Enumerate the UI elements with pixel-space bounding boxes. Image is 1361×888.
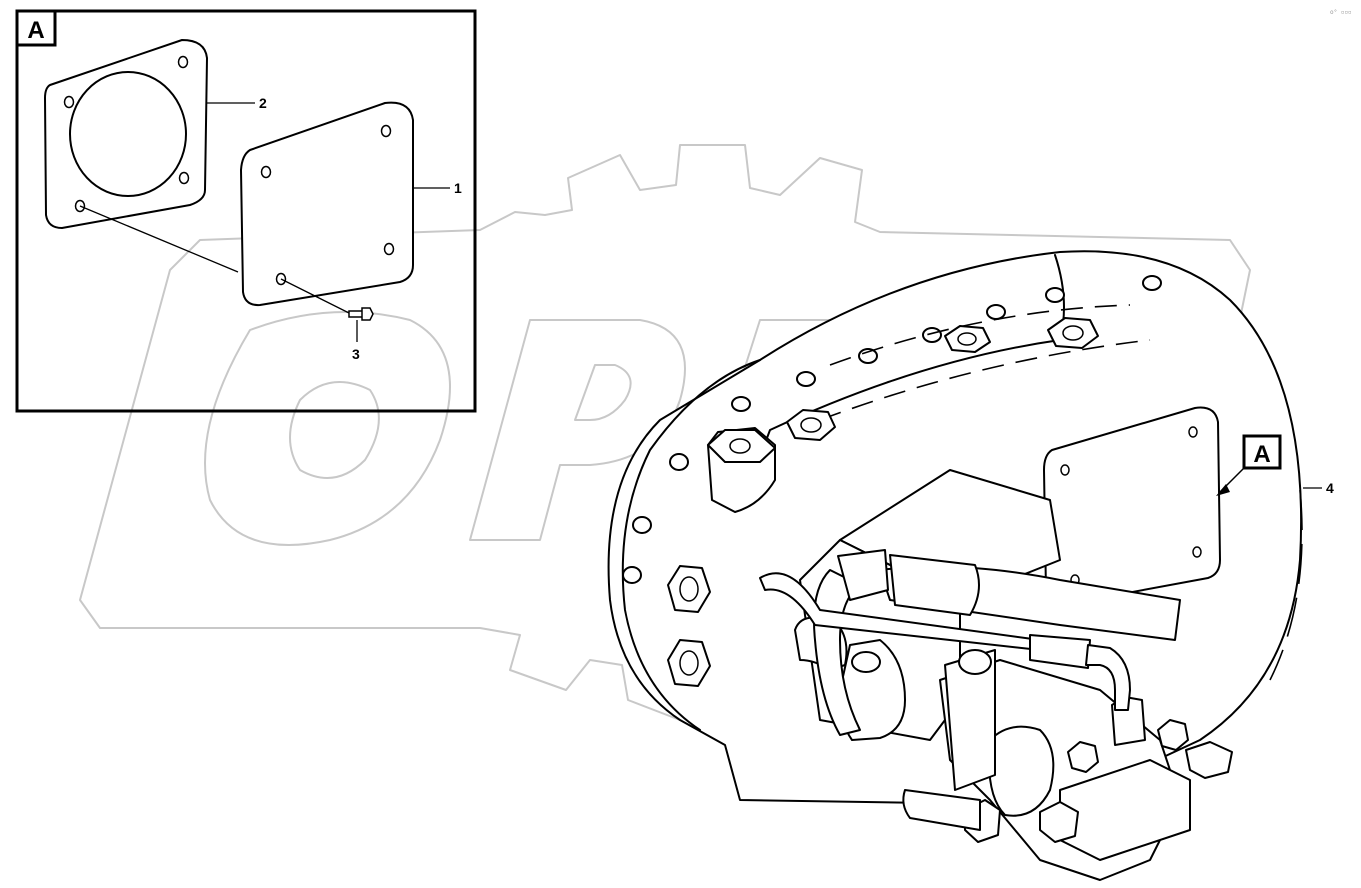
callout-4: 4 [1326,480,1334,496]
detail-view-frame [15,9,477,413]
detail-view: A 2 1 3 [15,9,477,413]
hidden-edge-1 [829,304,1131,366]
gasket-part-2 [44,39,208,229]
main-view-ref-box [1242,434,1282,470]
assembly-line-gasket-to-plate [79,205,239,273]
callout-3: 3 [352,346,360,362]
mounted-cover-plate [1043,406,1221,607]
corner-mark: o° ▫▫▫ [1330,9,1352,16]
assembly-line-plate-to-bolt [280,278,350,314]
hidden-edge-2 [819,339,1151,421]
callout-2: 2 [259,95,267,111]
hidden-edge-outline [1269,489,1303,681]
detail-view-label-box [15,9,57,47]
port-plugs [667,317,1099,687]
watermark-letter-p [469,319,686,541]
cover-plate-part-1 [240,101,414,307]
main-view-ref: A [1216,434,1282,496]
transmission-assembly: A 4 [607,250,1334,881]
main-view-ref-arrow [1216,484,1230,496]
flange-bolts [622,275,1162,584]
housing-flange [621,359,761,731]
main-view-ref-label: A [1253,441,1270,468]
watermark-letter-o [204,311,451,546]
callout-1: 1 [454,180,462,196]
hydraulic-hoses [759,549,1181,736]
detail-view-label: A [27,17,44,44]
bolt-part-3 [348,307,374,321]
